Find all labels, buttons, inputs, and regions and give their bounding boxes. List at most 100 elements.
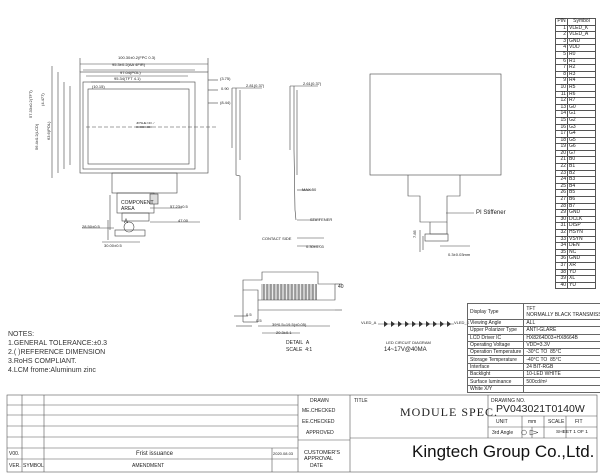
spec-value: VDD=3.3V bbox=[523, 340, 600, 350]
dim-fpc-1: 28.50±0.5 bbox=[82, 224, 100, 229]
side-dim-3: 2.61(0.37) bbox=[303, 81, 322, 86]
detail-label: DETAIL A SCALE 4:1 bbox=[286, 340, 312, 354]
led-diode-icon bbox=[412, 321, 416, 327]
tb-sheet: SHEET 1 OF 1 bbox=[556, 430, 588, 435]
tb-customers-approval: CUSTOMER'S APPROVAL bbox=[304, 450, 341, 462]
note-line: 1.GENERAL TOLERANCE:±0.3 bbox=[8, 340, 108, 347]
detail-text: DETAIL bbox=[286, 340, 304, 346]
tb-date: DATE bbox=[310, 463, 323, 469]
tb-symbol: SYMBOL bbox=[23, 463, 44, 469]
spec-value: ALL bbox=[523, 318, 600, 328]
tb-me-checked: ME.CHECKED bbox=[302, 408, 336, 414]
led-a-label: VLED_A bbox=[361, 320, 377, 325]
led-diagram-spec: 14~17V@40MA bbox=[384, 347, 427, 353]
spec-value: -40°C TO 85°C bbox=[523, 355, 600, 364]
tb-title-label: TITLE bbox=[354, 398, 368, 404]
tb-title: MODULE SPEC. bbox=[400, 405, 499, 419]
dim-fpc-2: 30.00±0.5 bbox=[104, 243, 122, 248]
tb-amendment: AMENDMENT bbox=[132, 463, 165, 469]
detail-d5: 40 bbox=[338, 284, 344, 290]
component-area-label: COMPONENT AREA bbox=[121, 200, 154, 212]
tb-date-value: 2020.08.03 bbox=[273, 451, 294, 456]
spec-label: Operating Voltage bbox=[466, 340, 525, 350]
spec-row: White X/Y bbox=[466, 384, 600, 393]
tb-drawing-no-label: DRAWING NO. bbox=[491, 398, 526, 404]
detail-scale-value: 4:1 bbox=[305, 347, 313, 353]
spec-label: Surface luminance bbox=[466, 377, 525, 386]
side-thick: 0.30±0.03 bbox=[306, 244, 324, 249]
note-line: NOTES: bbox=[8, 331, 35, 338]
detail-scale: SCALE bbox=[286, 347, 303, 353]
detail-d2: 0.5 bbox=[256, 318, 262, 323]
dim-left-ref: (10.15) bbox=[92, 84, 105, 89]
spec-value: 500cd/m² bbox=[523, 377, 600, 386]
dim-top-3: 97.04(POL) bbox=[120, 70, 141, 75]
detail-letter: A bbox=[305, 340, 310, 346]
tb-ver-label: V00. bbox=[9, 451, 20, 457]
tb-drawn: DRAWN bbox=[310, 398, 329, 404]
dim-top-4: 95.34(TFT 4.1) bbox=[114, 76, 141, 81]
spec-value: HX8264D03+HX8664B bbox=[523, 333, 600, 342]
notes: NOTES: 1.GENERAL TOLERANCE:±0.3 2.( )REFER… bbox=[8, 330, 107, 375]
side-dim-1: 2.81(0.37) bbox=[246, 83, 265, 88]
tb-unit-value: mm bbox=[528, 419, 537, 425]
led-diode-icon bbox=[426, 321, 430, 327]
led-diode-icon bbox=[419, 321, 423, 327]
tb-scale-value: FIT bbox=[575, 419, 583, 425]
spec-value bbox=[523, 384, 600, 393]
pin-symbol: YU bbox=[567, 281, 596, 290]
detail-d3: 39*0.5=19.5(±0.05) bbox=[272, 322, 307, 327]
led-diode-icon bbox=[405, 321, 409, 327]
tb-ee-checked: EE.CHECKED bbox=[302, 419, 335, 425]
tb-ver: VER. bbox=[9, 463, 21, 469]
dim-top-1: 100.30±0.2(FPC 0.3) bbox=[118, 55, 156, 60]
tb-drawing-no: PV043021T0140W bbox=[496, 403, 585, 415]
detail-d4: 20.3±0.1 bbox=[276, 330, 292, 335]
note-line: 2.( )REFERENCE DIMENSION bbox=[8, 349, 106, 356]
spec-label: Viewing Angle bbox=[466, 318, 525, 328]
spec-value: -30°C TO 85°C bbox=[523, 348, 600, 357]
spec-row: Storage Temperature-40°C TO 85°C bbox=[466, 355, 600, 364]
spec-label: Backlight bbox=[466, 370, 525, 379]
note-line: 4.LCM frome:Aluminum zinc bbox=[8, 367, 96, 374]
tb-scale: SCALE bbox=[548, 419, 565, 425]
spec-label: Upper Polarizer Type bbox=[466, 326, 525, 335]
spec-label: Storage Temperature bbox=[466, 355, 525, 364]
tb-approved: APPROVED bbox=[306, 430, 334, 436]
led-diagram-label: LED CIRCUIT DIAGRAM bbox=[386, 340, 431, 345]
spec-value: 10-LED WHITE bbox=[523, 370, 600, 379]
center-label: JP/SHE NO. / 000000.000 bbox=[136, 121, 155, 129]
led-diode-icon bbox=[398, 321, 402, 327]
side-dim-2: 0.90 bbox=[221, 86, 229, 91]
dim-fpc-3: 47.00 bbox=[178, 218, 189, 223]
side-stiffener: STIFFENER bbox=[310, 217, 333, 222]
spec-label: Interface bbox=[466, 362, 525, 372]
led-k-label: VLED_K bbox=[454, 320, 470, 325]
spec-value: ANTI-GLARE bbox=[523, 326, 600, 335]
led-diode-icon bbox=[440, 321, 444, 327]
tb-angle: 3rd Angle bbox=[492, 430, 514, 436]
spec-row: Operation Temperature-30°C TO 85°C bbox=[466, 348, 600, 357]
tb-unit: UNIT bbox=[496, 419, 508, 425]
side-max: MAX 50 bbox=[302, 187, 317, 192]
spec-label: White X/Y bbox=[466, 384, 525, 393]
dim-right-1: (3.75) bbox=[220, 76, 231, 81]
side-contact: CONTACT SIDE bbox=[262, 236, 292, 241]
dim-top-2: 95.3±0.2(AA 4FIR) bbox=[112, 62, 146, 67]
led-diode-icon bbox=[433, 321, 437, 327]
spec-value: 24 BIT-RGB bbox=[523, 362, 600, 372]
dim-fpc-4: 57.23±0.5 bbox=[170, 204, 188, 209]
note-line: 3.RoHS COMPLIANT. bbox=[8, 358, 77, 365]
pi-dim-2: 0.3±0.03mm bbox=[448, 252, 471, 257]
detail-d1: 0.5 bbox=[246, 312, 252, 317]
